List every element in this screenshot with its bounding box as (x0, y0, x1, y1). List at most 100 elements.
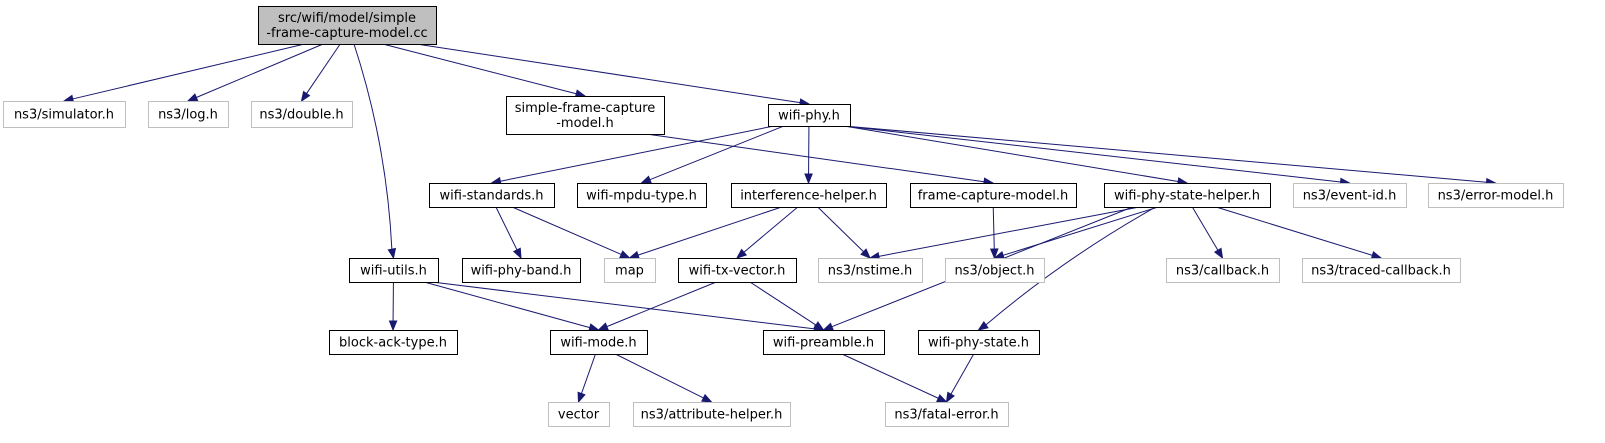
edge-line (1191, 206, 1219, 251)
node-bat[interactable]: block-ack-type.h (329, 330, 458, 355)
edge-line (749, 281, 817, 326)
node-box (462, 258, 581, 283)
node-box (763, 330, 885, 355)
edge-mode-to-vector (577, 353, 596, 404)
node-mode[interactable]: wifi-mode.h (550, 330, 648, 355)
node-label: ns3/error-model.h (1438, 189, 1554, 204)
edge-line (637, 206, 782, 256)
edge-arrowhead (822, 322, 834, 331)
edge-line (1215, 206, 1373, 256)
node-label: interference-helper.h (740, 189, 877, 204)
node-label: -frame-capture-model.cc (266, 26, 427, 41)
node-label: wifi-phy-band.h (471, 264, 572, 279)
edge-line (495, 206, 518, 251)
node-object: ns3/object.h (945, 258, 1045, 283)
edge-txvec-to-preamble (749, 281, 825, 331)
node-fcm[interactable]: frame-capture-model.h (910, 183, 1077, 208)
node-phystate[interactable]: wifi-phy-state.h (918, 330, 1040, 355)
node-wifiphy[interactable]: wifi-phy.h (768, 104, 851, 127)
node-label: wifi-preamble.h (773, 336, 874, 351)
node-label: map (615, 264, 644, 279)
edge-root-to-sfcm (382, 43, 587, 98)
node-mpdu[interactable]: wifi-mpdu-type.h (577, 183, 707, 208)
node-label: ns3/traced-callback.h (1311, 264, 1451, 279)
node-box (918, 330, 1040, 355)
edge-utils-to-mode (424, 281, 600, 332)
node-box (349, 258, 439, 283)
edge-wifiphy-to-errmodel (843, 125, 1497, 187)
node-nstime: ns3/nstime.h (818, 258, 923, 283)
edge-arrowhead (186, 93, 199, 102)
edge-arrowhead (577, 391, 586, 404)
node-standards[interactable]: wifi-standards.h (429, 183, 555, 208)
node-box (1166, 258, 1280, 283)
edge-arrowhead (597, 322, 609, 331)
node-psh[interactable]: wifi-phy-state-helper.h (1104, 183, 1271, 208)
node-box (768, 104, 851, 127)
node-box (577, 183, 707, 208)
node-label: src/wifi/model/simple (278, 11, 416, 26)
edge-arrowhead (387, 247, 397, 260)
edge-line (416, 43, 801, 104)
edge-utils-to-bat (388, 281, 398, 332)
node-traced: ns3/traced-callback.h (1302, 258, 1461, 283)
node-utils[interactable]: wifi-utils.h (349, 258, 439, 283)
edge-line (615, 353, 704, 399)
edge-root-to-log (186, 43, 324, 102)
node-map: map (604, 258, 656, 283)
edge-psh-to-traced (1215, 206, 1383, 260)
edge-line (992, 206, 995, 250)
edge-arrowhead (813, 321, 825, 331)
node-band[interactable]: wifi-phy-band.h (462, 258, 581, 283)
edge-interf-to-txvec (735, 206, 799, 259)
node-root[interactable]: src/wifi/model/simple-frame-capture-mode… (258, 6, 437, 45)
node-label: ns3/event-id.h (1303, 189, 1397, 204)
node-label: wifi-mpdu-type.h (586, 189, 697, 204)
node-label: ns3/double.h (259, 108, 343, 123)
node-box (818, 258, 923, 283)
edge-psh-to-phystate (977, 206, 1156, 331)
edge-arrowhead (640, 175, 652, 184)
edge-line (424, 281, 590, 329)
edge-txvec-to-mode (597, 281, 717, 331)
node-preamble[interactable]: wifi-preamble.h (763, 330, 885, 355)
node-sfcm[interactable]: simple-frame-capture-model.h (506, 96, 665, 135)
edge-wifiphy-to-eventid (843, 125, 1351, 187)
node-log: ns3/log.h (148, 101, 229, 128)
edge-arrowhead (860, 248, 871, 259)
node-vector: vector (548, 402, 610, 427)
node-box (910, 183, 1077, 208)
nodes-layer: src/wifi/model/simple-frame-capture-mode… (3, 6, 1564, 427)
edge-utils-to-preamble (431, 281, 825, 334)
edge-line (606, 281, 717, 328)
edge-arrowhead (735, 248, 748, 259)
node-label: frame-capture-model.h (918, 189, 1069, 204)
node-box (885, 402, 1009, 427)
node-box (258, 6, 437, 45)
edge-wifiphy-to-mpdu (640, 125, 785, 184)
node-label: block-ack-type.h (339, 336, 447, 351)
node-box (548, 402, 610, 427)
edge-root-to-double (300, 43, 341, 103)
node-box (506, 96, 665, 135)
node-label: wifi-standards.h (440, 189, 544, 204)
node-label: ns3/callback.h (1176, 264, 1269, 279)
node-label: simple-frame-capture (515, 101, 656, 116)
node-label: ns3/simulator.h (14, 108, 114, 123)
node-txvec[interactable]: wifi-tx-vector.h (678, 258, 797, 283)
node-label: -model.h (556, 116, 614, 131)
edge-line (878, 206, 1140, 257)
edge-line (500, 125, 775, 182)
node-label: ns3/nstime.h (828, 264, 912, 279)
edge-preamble-to-fatal (841, 353, 948, 403)
node-label: wifi-phy-state-helper.h (1114, 189, 1260, 204)
edge-arrowhead (388, 320, 398, 332)
node-eventid: ns3/event-id.h (1293, 183, 1407, 208)
node-box (633, 402, 791, 427)
node-simulator: ns3/simulator.h (3, 101, 126, 128)
node-double: ns3/double.h (251, 101, 353, 128)
edge-phystate-to-fatal (945, 353, 975, 404)
node-interf[interactable]: interference-helper.h (731, 183, 887, 208)
node-box (148, 101, 229, 128)
edge-arrowhead (1370, 251, 1383, 260)
